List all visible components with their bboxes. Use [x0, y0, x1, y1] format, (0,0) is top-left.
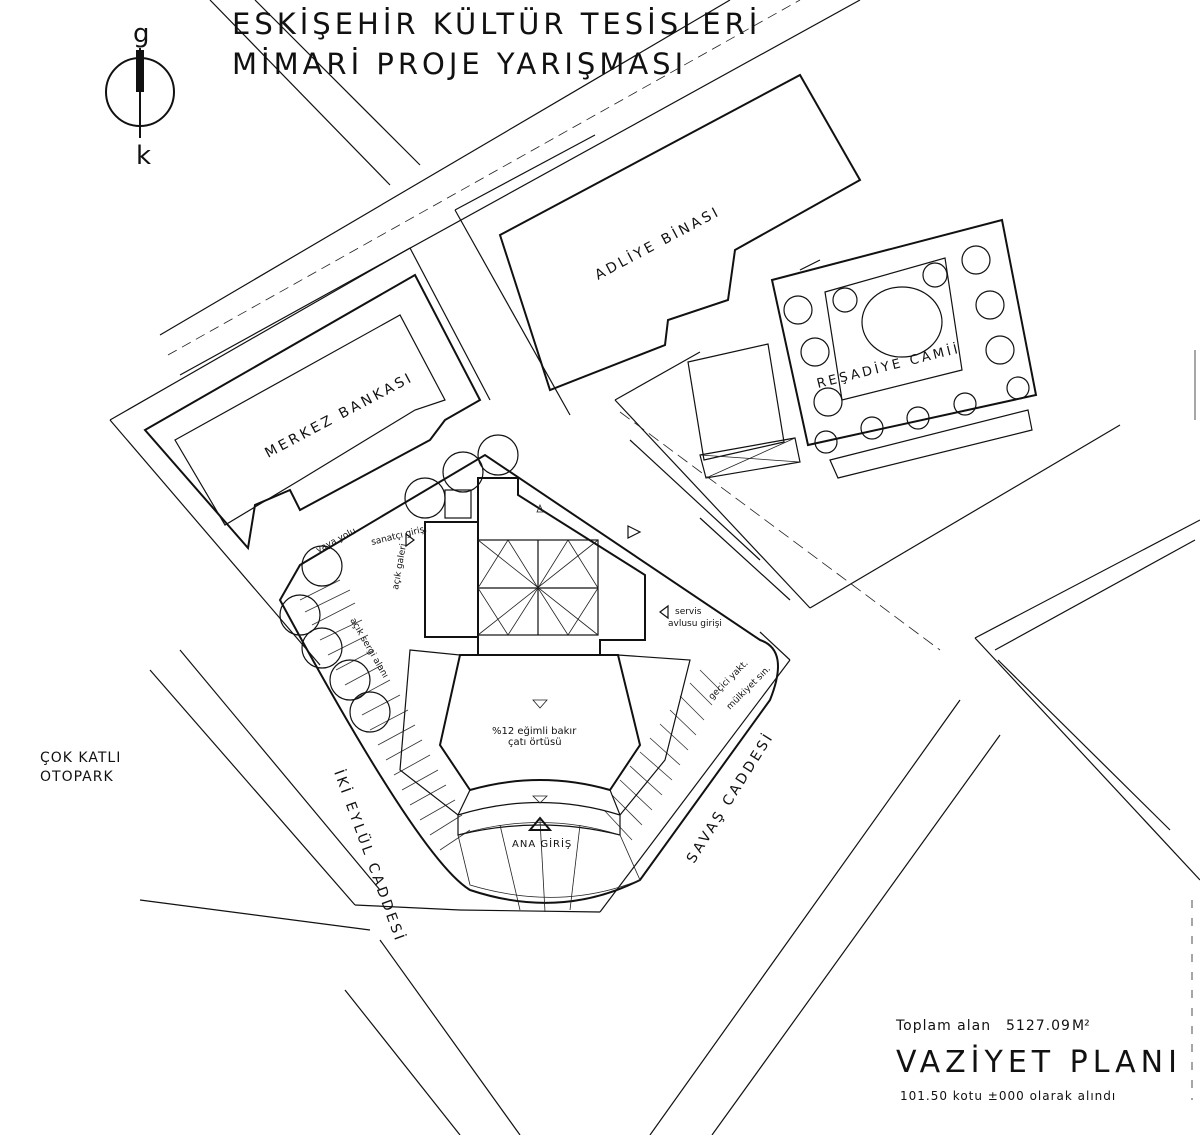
svg-text:servis: servis	[675, 607, 702, 617]
right-edge-marks	[1191, 350, 1196, 1100]
title-line-1: ESKİŞEHİR KÜLTÜR TESİSLERİ	[232, 7, 761, 41]
cultural-center-site	[278, 434, 779, 913]
roof-note-2: çatı örtüsü	[508, 737, 562, 748]
otopark-label: ÇOK KATLI OTOPARK	[40, 750, 121, 785]
iki-eylul-street-label: İKİ EYLÜL CADDESİ	[330, 767, 409, 945]
site-annotations: yaya yolu sanatçı girişi açık galeri açı…	[315, 524, 773, 850]
svg-text:ÇOK KATLI: ÇOK KATLI	[40, 750, 121, 766]
svg-text:açık galeri: açık galeri	[391, 543, 409, 591]
savas-street-label: SAVAŞ CADDESİ	[682, 728, 777, 866]
north-label: g	[133, 19, 150, 49]
street-lines	[109, 0, 1200, 1135]
resadiye-camii: REŞADİYE CAMİİ	[770, 218, 1038, 479]
svg-text:avlusu girişi: avlusu girişi	[668, 619, 722, 629]
plan-title: VAZİYET PLANI	[896, 1044, 1182, 1080]
area-value: 5127.09	[1006, 1018, 1071, 1034]
south-label: k	[136, 141, 151, 171]
adliye-label: ADLİYE BİNASI	[591, 202, 723, 284]
svg-text:açık sergi alanı: açık sergi alanı	[347, 617, 389, 681]
area-unit: M²	[1072, 1018, 1090, 1034]
info-block: Toplam alan 5127.09 M² VAZİYET PLANI 101…	[895, 1018, 1182, 1103]
roof-note-1: %12 eğimli bakır	[492, 725, 577, 737]
main-entrance-label: ANA GİRİŞ	[512, 837, 572, 850]
elevation-note: 101.50 kotu ±000 olarak alındı	[900, 1089, 1116, 1103]
annex-building	[687, 343, 801, 479]
adliye-building: ADLİYE BİNASI	[498, 73, 862, 392]
merkez-bankasi-building: MERKEZ BANKASI	[143, 273, 482, 551]
title-line-2: MİMARİ PROJE YARIŞMASI	[232, 47, 687, 81]
area-label: Toplam alan	[895, 1018, 991, 1034]
svg-text:OTOPARK: OTOPARK	[40, 769, 114, 785]
merkez-label: MERKEZ BANKASI	[262, 370, 416, 462]
north-arrow-icon: g k	[105, 19, 175, 171]
